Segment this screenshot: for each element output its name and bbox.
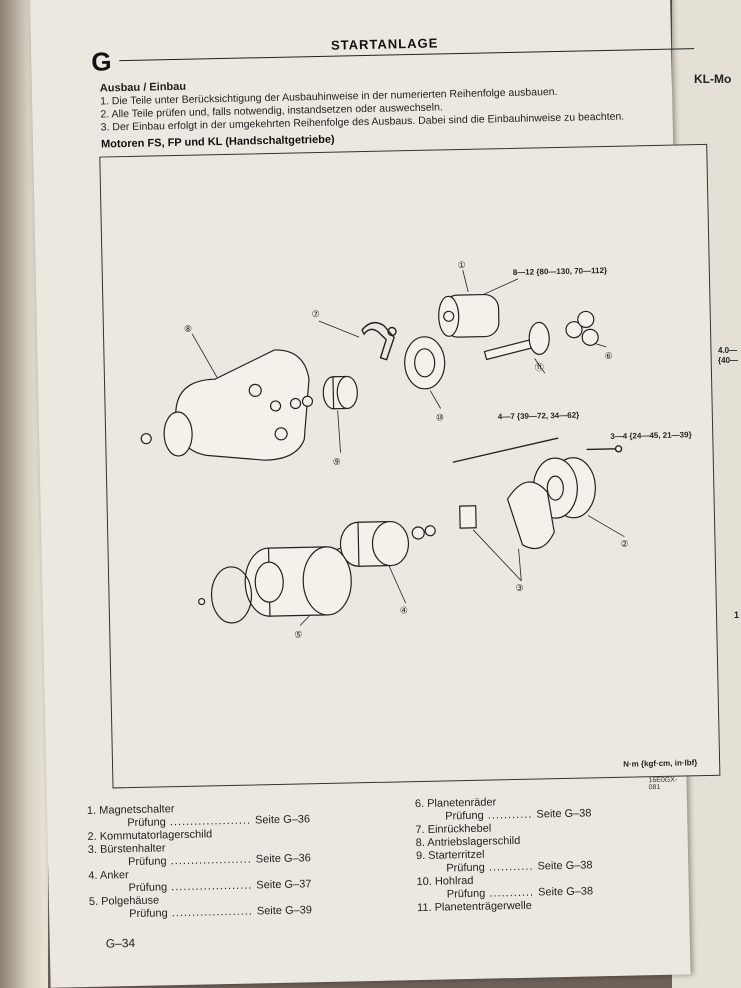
callout-2: ② (620, 539, 628, 549)
planet-carrier-shaft (483, 321, 550, 361)
page-title: STARTANLAGE (330, 35, 439, 53)
yoke-housing (198, 546, 352, 624)
section-title: Motoren FS, FP und KL (Handschaltgetrieb… (100, 133, 335, 151)
callout-6: ⑥ (604, 351, 612, 361)
torque-spec-bolt: 4—7 {39—72, 34—62} (498, 411, 580, 422)
callout-10: ⑩ (436, 412, 444, 422)
planet-gears (565, 310, 599, 346)
callout-8: ⑧ (184, 324, 192, 334)
section-letter: G (90, 46, 112, 77)
torque-spec-screw: 3—4 {24—45, 21—39} (610, 430, 692, 441)
callout-11: ⑪ (535, 362, 544, 372)
brush-holder (459, 481, 555, 550)
through-bolt (452, 437, 623, 463)
facing-page-title: KL-Mo (694, 72, 732, 86)
armature (324, 520, 436, 567)
callout-3: ③ (515, 583, 523, 593)
manual-page: G STARTANLAGE Ausbau / Einbau 1. Die Tei… (30, 0, 721, 988)
facing-page-text: 1 (734, 610, 740, 620)
parts-legend-right: 6. Planetenräder Prüfung ........... Sei… (415, 793, 677, 915)
torque-unit-note: N·m {kgf·cm, in·lbf} (623, 758, 697, 769)
ring-gear (404, 336, 446, 390)
figure-code: 16E0GX-081 (648, 776, 678, 792)
shift-lever (361, 321, 397, 361)
callout-5: ⑤ (294, 629, 302, 639)
page-number: G–34 (105, 936, 136, 951)
callout-7: ⑦ (312, 309, 320, 319)
starter-exploded-view: ① ② ③ ④ ⑤ ⑥ ⑦ ⑧ ⑨ ⑩ ⑪ 8—12 {80—130, 70—1… (140, 260, 697, 769)
exploded-diagram: ① ② ③ ④ ⑤ ⑥ ⑦ ⑧ ⑨ ⑩ ⑪ 8—12 {80—130, 70—1… (99, 143, 721, 789)
pinion-gear (269, 375, 358, 412)
callout-1: ① (458, 260, 466, 270)
facing-page-text: {40— (718, 356, 739, 365)
facing-page-text: 4.0— (718, 346, 738, 355)
callout-9: ⑨ (333, 457, 341, 467)
solenoid-part (438, 293, 500, 338)
parts-legend-left: 1. Magnetschalter Prüfung ..............… (87, 799, 389, 922)
drive-end-housing (140, 349, 310, 461)
torque-spec-solenoid: 8—12 {80—130, 70—112} (513, 266, 607, 277)
leader-lines (191, 269, 625, 626)
instructions: Ausbau / Einbau 1. Die Teile unter Berüc… (100, 70, 691, 134)
callout-4: ④ (400, 605, 408, 615)
